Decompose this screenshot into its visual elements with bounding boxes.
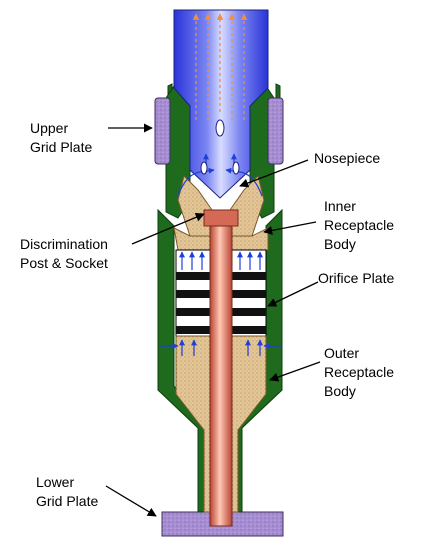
label-nosepiece: Nosepiece: [314, 150, 380, 166]
upper-grid-plate-right: [267, 97, 284, 165]
discrimination-socket: [203, 209, 239, 227]
label-outer-receptacle-body: Outer Receptacle Body: [324, 345, 398, 399]
label-inner-receptacle-body: Inner Receptacle Body: [324, 198, 398, 252]
upper-grid-plate-left: [154, 97, 171, 165]
coolant-flow-arrows: [160, 153, 282, 356]
label-discrimination-post-socket: Discrimination Post & Socket: [20, 236, 112, 271]
label-orifice-plate: Orifice Plate: [318, 270, 394, 286]
flow-guide: [200, 119, 240, 175]
heated-flow-arrows: [192, 13, 248, 120]
leader-lines: [105, 123, 321, 517]
label-upper-grid-plate: Upper Grid Plate: [30, 120, 92, 155]
discrimination-post: [209, 221, 233, 527]
label-lower-grid-plate: Lower Grid Plate: [36, 474, 98, 509]
